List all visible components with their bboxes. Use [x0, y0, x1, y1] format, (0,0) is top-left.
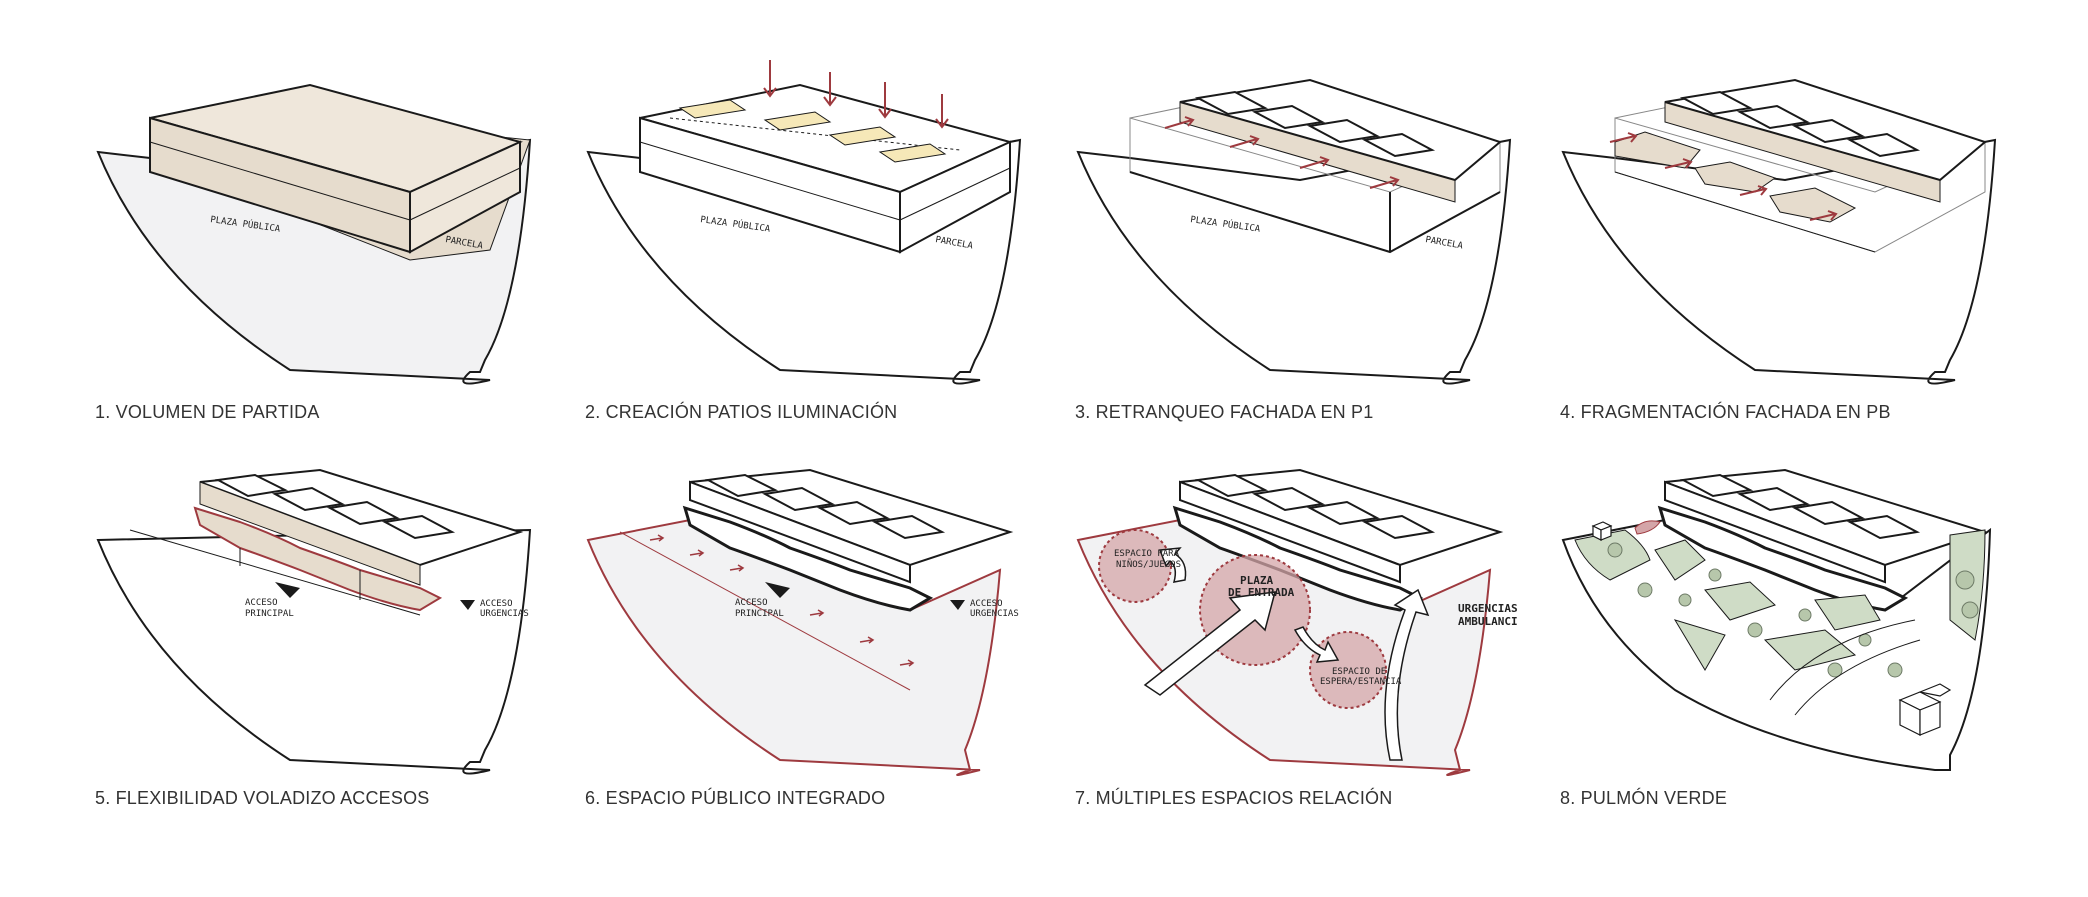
setback-arrows: [1164, 116, 1400, 189]
ambulance-building: [1898, 683, 1952, 736]
waiting-space-label-2: ESPERA/ESTANCIA: [1320, 677, 1402, 687]
pond: [1634, 520, 1661, 535]
light-patios: [678, 99, 947, 163]
diagram-panel-8: 8. PULMÓN VERDE: [1555, 468, 2015, 810]
access-road: [1769, 619, 1921, 716]
emergency-access-arrow: [460, 600, 475, 610]
ambulance-label-1: URGENCIAS: [1458, 602, 1518, 615]
main-access-label-2: PRINCIPAL: [245, 609, 294, 619]
panel-caption-4: 4. FRAGMENTACIÓN FACHADA EN PB: [1560, 402, 1891, 422]
cantilever-canopy: [682, 505, 934, 612]
children-space-label-1: ESPACIO PARA: [1114, 549, 1180, 559]
volume-diagram-4: [1561, 78, 1997, 385]
volume-diagram-3: PLAZA PÚBLICA PARCELA: [1076, 78, 1512, 385]
panel-caption-2: 2. CREACIÓN PATIOS ILUMINACIÓN: [585, 402, 898, 422]
diagram-panel-1: PLAZA PÚBLICA PARCELA 1. VOLUMEN DE PART…: [90, 80, 550, 422]
patio-openings: [1679, 90, 1921, 158]
ground-plane: [1561, 138, 1997, 385]
volume-diagram-7: ESPACIO PARA NIÑOS/JUEGOS PLAZA DE ENTRA…: [1076, 468, 1518, 776]
main-access-arrow: [765, 582, 790, 598]
emergency-access-label-1: ACCESO: [970, 599, 1003, 609]
ground-plane: [1076, 138, 1512, 385]
patio-openings: [704, 473, 946, 540]
main-access-label-1: ACCESO: [245, 598, 278, 608]
fragment-arrows: [1609, 132, 1838, 221]
trees: [1607, 542, 1979, 678]
emergency-access-label-2: URGENCIAS: [970, 609, 1019, 619]
patio-openings: [214, 473, 456, 540]
panel-caption-7: 7. MÚLTIPLES ESPACIOS RELACIÓN: [1075, 788, 1393, 808]
patio-openings: [1194, 90, 1436, 158]
diagram-panel-2: PLAZA PÚBLICA PARCELA 2. CREACIÓN PATIOS…: [580, 60, 1040, 422]
panel-caption-5: 5. FLEXIBILIDAD VOLADIZO ACCESOS: [95, 788, 430, 808]
volume-diagram-5: ACCESO PRINCIPAL ACCESO URGENCIAS: [96, 468, 532, 775]
volume-diagram-2: PLAZA PÚBLICA PARCELA: [586, 60, 1022, 385]
entrance-plaza-label-2: DE ENTRADA: [1228, 586, 1295, 599]
children-arrow: [1158, 547, 1187, 583]
panel-caption-1: 1. VOLUMEN DE PARTIDA: [95, 402, 320, 422]
diagram-panel-7: ESPACIO PARA NIÑOS/JUEGOS PLAZA DE ENTRA…: [1070, 468, 1530, 810]
volume-diagram-1: PLAZA PÚBLICA PARCELA: [96, 83, 532, 385]
kiosk: [1591, 521, 1613, 541]
diagram-panel-5: ACCESO PRINCIPAL ACCESO URGENCIAS 5. FLE…: [90, 468, 550, 810]
patio-openings: [1679, 473, 1921, 540]
main-access-label-1: ACCESO: [735, 598, 768, 608]
waiting-space-label-1: ESPACIO DE: [1332, 667, 1386, 677]
main-entry-arrow: [1143, 591, 1277, 696]
volume-diagram-6: ACCESO PRINCIPAL ACCESO URGENCIAS: [586, 468, 1019, 776]
entrance-plaza-label-1: PLAZA: [1240, 574, 1273, 587]
panel-caption-8: 8. PULMÓN VERDE: [1560, 788, 1728, 808]
light-arrows: [763, 60, 949, 129]
children-space-label-2: NIÑOS/JUEGOS: [1116, 559, 1181, 570]
volume-diagram-8: [1561, 468, 1992, 771]
building-side: [899, 140, 1011, 254]
waiting-arrow: [1293, 626, 1340, 663]
main-access-arrow: [275, 582, 300, 598]
diagram-panel-3: PLAZA PÚBLICA PARCELA 3. RETRANQUEO FACH…: [1070, 78, 1530, 422]
setback-face: [199, 481, 421, 586]
ambulance-arrow: [1384, 588, 1430, 761]
green-patches: [1574, 529, 1986, 671]
ambulance-label-2: AMBULANCI: [1458, 615, 1518, 628]
emergency-access-label-2: URGENCIAS: [480, 609, 529, 619]
emergency-access-label-1: ACCESO: [480, 599, 513, 609]
flow-arrows: [649, 534, 915, 667]
emergency-access-arrow: [950, 600, 965, 610]
diagram-panel-6: ACCESO PRINCIPAL ACCESO URGENCIAS 6. ESP…: [580, 468, 1040, 810]
cantilever-canopy: [193, 506, 443, 612]
patio-openings: [1194, 473, 1436, 540]
main-access-label-2: PRINCIPAL: [735, 609, 784, 619]
building-side: [409, 140, 521, 254]
children-space-zone: [1098, 529, 1172, 603]
panel-caption-3: 3. RETRANQUEO FACHADA EN P1: [1075, 402, 1374, 422]
diagram-panel-4: 4. FRAGMENTACIÓN FACHADA EN PB: [1555, 78, 2015, 422]
panel-caption-6: 6. ESPACIO PÚBLICO INTEGRADO: [585, 788, 886, 808]
